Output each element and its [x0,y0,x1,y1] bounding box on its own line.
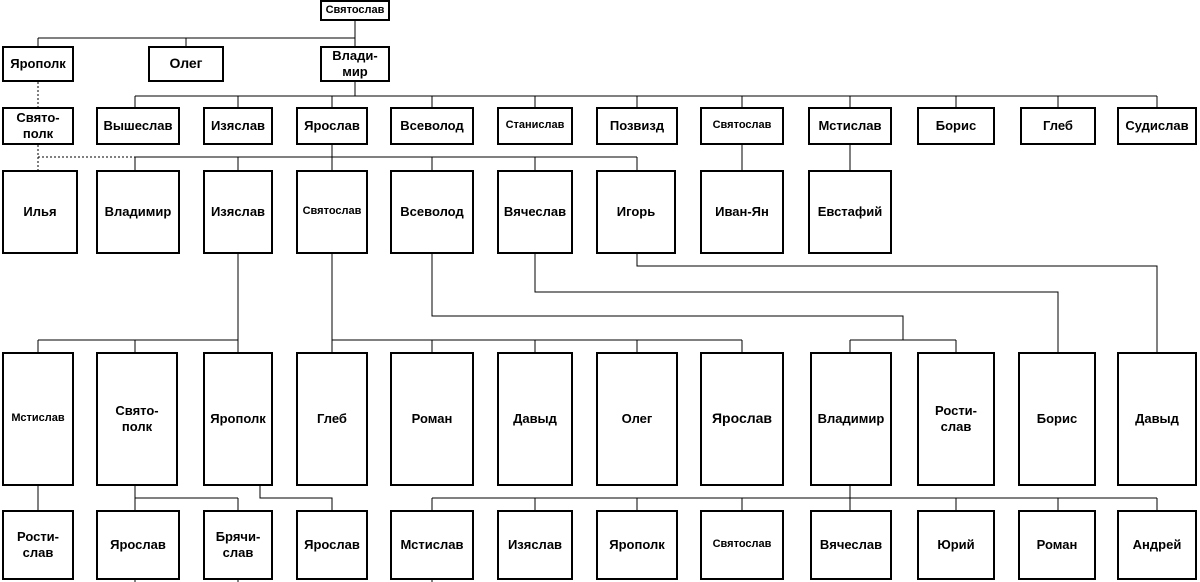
person-vyacheslav-3: Вячеслав [497,170,573,254]
lineage-line [534,254,1059,352]
person-roman-4: Роман [390,352,474,486]
person-gleb-4: Глеб [296,352,368,486]
person-igor-3: Игорь [596,170,676,254]
person-svyatopolk-4: Свято- полк [96,352,178,486]
person-boris-4: Борис [1018,352,1096,486]
person-pozvizd: Позвизд [596,107,678,145]
person-vladimir-4: Владимир [810,352,892,486]
person-rostislav-4: Рости- слав [917,352,995,486]
person-vladimir-1: Влади- мир [320,46,390,82]
person-svyatoslav-5: Святослав [700,510,784,580]
person-stanislav: Станислав [497,107,573,145]
person-svyatoslav-2: Святослав [700,107,784,145]
person-yaropolk-5: Ярополк [596,510,678,580]
person-mstislav-2: Мстислав [808,107,892,145]
person-oleg-4: Олег [596,352,678,486]
person-davyd-4b: Давыд [1117,352,1197,486]
person-yaropolk-4: Ярополк [203,352,273,486]
person-vyacheslav-5: Вячеслав [810,510,892,580]
person-gleb-2: Глеб [1020,107,1096,145]
person-izyaslav-3: Изяслав [203,170,273,254]
person-ivan-yan: Иван-Ян [700,170,784,254]
person-mstislav-5: Мстислав [390,510,474,580]
person-yaroslav-5: Ярослав [96,510,180,580]
person-yaroslav-4: Ярослав [700,352,784,486]
lineage-line [259,486,333,510]
person-svyatoslav-root: Святослав [320,0,390,21]
person-yuriy-5: Юрий [917,510,995,580]
person-evstafiy: Евстафий [808,170,892,254]
lineage-line [431,254,904,340]
person-izyaslav-5: Изяслав [497,510,573,580]
person-ilya: Илья [2,170,78,254]
person-svyatopolk-2: Свято- полк [2,107,74,145]
person-bryachislav-5: Брячи- слав [203,510,273,580]
person-yaropolk-1: Ярополк [2,46,74,82]
person-yaroslav-5b: Ярослав [296,510,368,580]
person-davyd-4: Давыд [497,352,573,486]
person-yaroslav-2: Ярослав [296,107,368,145]
person-roman-5: Роман [1018,510,1096,580]
person-sudislav: Судислав [1117,107,1197,145]
person-mstislav-4: Мстислав [2,352,74,486]
person-svyatoslav-3: Святослав [296,170,368,254]
lineage-line [636,254,1158,352]
person-izyaslav-2: Изяслав [203,107,273,145]
person-andrey-5: Андрей [1117,510,1197,580]
person-boris-2: Борис [917,107,995,145]
person-oleg-1: Олег [148,46,224,82]
person-vladimir-3: Владимир [96,170,180,254]
person-vsevolod-2: Всеволод [390,107,474,145]
person-rostislav-5: Рости- слав [2,510,74,580]
person-vysheslav: Вышеслав [96,107,180,145]
person-vsevolod-3: Всеволод [390,170,474,254]
